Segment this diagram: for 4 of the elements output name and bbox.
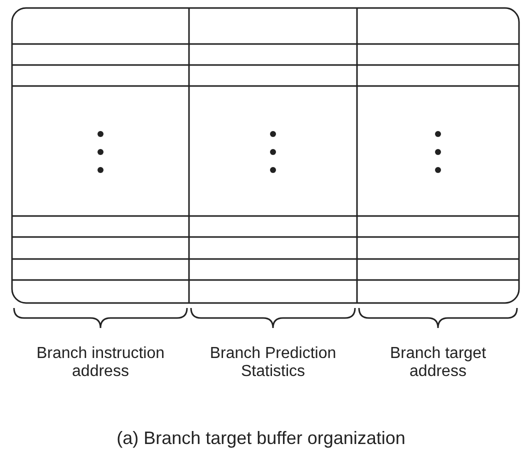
column-label: Branch target address xyxy=(388,345,488,381)
caption: (a) Branch target buffer organization xyxy=(116,428,406,449)
column-label: Branch instruction address xyxy=(35,345,166,381)
column-label: Branch Prediction Statistics xyxy=(208,345,338,381)
